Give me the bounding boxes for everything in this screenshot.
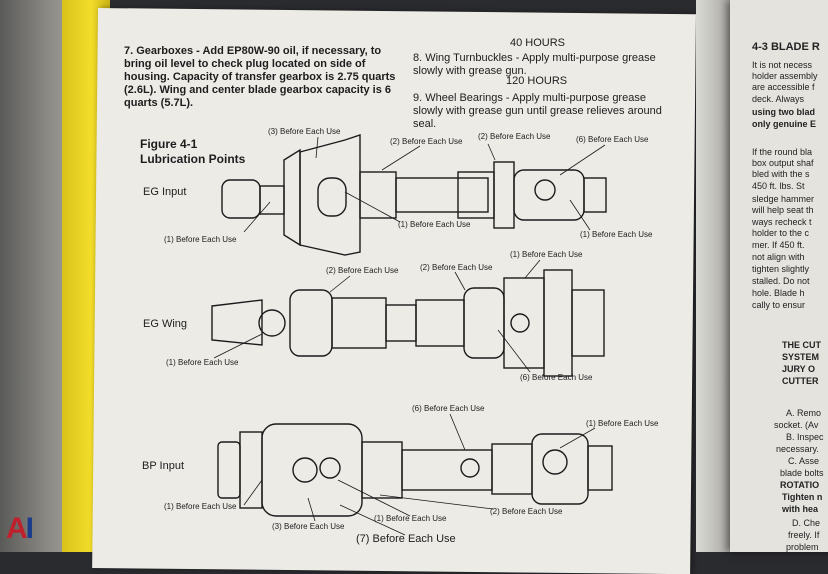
facing-page-line: ways recheck t	[752, 217, 812, 227]
facing-page-line: It is not necess	[752, 60, 813, 70]
section-40-hours: 40 HOURS	[510, 37, 566, 49]
callout-label: (2) Before Each Use	[490, 507, 563, 516]
facing-page-line: necessary.	[776, 444, 819, 454]
facing-page-line: tighten slightly	[752, 264, 810, 274]
facing-page-line: THE CUT	[782, 340, 821, 350]
facing-page-line: holder to the c	[752, 228, 810, 238]
facing-page-line: are accessible f	[752, 82, 815, 92]
facing-page-line: D. Che	[792, 518, 821, 528]
facing-page-line: freely. If	[788, 530, 820, 540]
facing-page-line: 450 ft. lbs. St	[752, 181, 805, 191]
callout-label: (1) Before Each Use	[374, 514, 447, 523]
callout-label: (1) Before Each Use	[510, 250, 583, 259]
facing-page-line: holder assembly	[752, 71, 818, 81]
facing-page-line: socket. (Av	[774, 420, 819, 430]
facing-page-line: A. Remo	[786, 408, 822, 418]
facing-page-line: If the round bla	[752, 147, 813, 157]
callout-label: (1) Before Each Use	[164, 502, 237, 511]
facing-page-line: bled with the s	[752, 169, 810, 179]
facing-page-line: CUTTER	[782, 376, 819, 386]
facing-page-line: blade bolts	[780, 468, 824, 478]
callout-label: (6) Before Each Use	[576, 135, 649, 144]
facing-page-line: C. Asse	[788, 456, 820, 466]
facing-page-line: not align with	[752, 252, 805, 262]
auction-logo: AI	[6, 512, 34, 546]
callout-label: (3) Before Each Use	[268, 127, 341, 136]
callout-label: (7) Before Each Use	[356, 533, 456, 545]
facing-page-line: with hea	[782, 504, 819, 514]
callout-label: (6) Before Each Use	[412, 404, 485, 413]
facing-page-heading: 4-3 BLADE R	[752, 41, 820, 53]
facing-page-line: B. Inspec	[786, 432, 824, 442]
callout-label: (2) Before Each Use	[326, 266, 399, 275]
facing-page-line: problem	[786, 542, 819, 552]
facing-page	[730, 0, 828, 552]
item-8-wing-turnbuckles: 8. Wing Turnbuckles - Apply multi-purpos…	[413, 52, 656, 77]
logo-i: I	[25, 512, 34, 545]
eg-wing-driveline	[211, 269, 605, 377]
callout-label: (1) Before Each Use	[586, 419, 659, 428]
row-label-eg-wing: EG Wing	[143, 318, 188, 330]
facing-page-line: Tighten n	[782, 492, 823, 502]
facing-page-line: sledge hammer	[752, 194, 815, 204]
facing-page-line: only genuine E	[752, 119, 817, 129]
row-label-bp-input: BP Input	[142, 460, 184, 472]
facing-page-line: stalled. Do not	[752, 276, 810, 286]
callout-label: (1) Before Each Use	[580, 230, 653, 239]
eg-input-driveline	[221, 134, 607, 256]
page-gutter	[696, 0, 732, 552]
facing-page-line: SYSTEM	[782, 352, 820, 362]
item-9-wheel-bearings: 9. Wheel Bearings - Apply multi-purpose …	[413, 92, 662, 130]
figure-title: Figure 4-1 Lubrication Points	[140, 137, 245, 167]
callout-label: (3) Before Each Use	[272, 522, 345, 531]
callout-label: (2) Before Each Use	[478, 132, 551, 141]
callout-label: (1) Before Each Use	[164, 235, 237, 244]
callout-label: (6) Before Each Use	[520, 373, 593, 382]
bp-input-driveline	[217, 423, 613, 517]
callout-label: (2) Before Each Use	[390, 137, 463, 146]
facing-page-line: ROTATIO	[780, 480, 820, 490]
facing-page-line: will help seat th	[752, 205, 814, 215]
facing-page-line: cally to ensur	[752, 300, 806, 310]
facing-page-line: hole. Blade h	[752, 288, 805, 298]
facing-page-line: using two blad	[752, 107, 815, 117]
lubrication-diagram	[211, 134, 613, 536]
callout-label: (2) Before Each Use	[420, 263, 493, 272]
facing-page-line: JURY O	[782, 364, 816, 374]
item-7-gearboxes: 7. Gearboxes - Add EP80W-90 oil, if nece…	[124, 45, 396, 109]
callout-label: (1) Before Each Use	[166, 358, 239, 367]
callout-label: (1) Before Each Use	[398, 220, 471, 229]
figure-number: Figure 4-1	[140, 137, 198, 151]
row-label-eg-input: EG Input	[143, 186, 187, 198]
logo-a: A	[6, 512, 28, 545]
figure-subtitle: Lubrication Points	[140, 152, 246, 166]
facing-page-line: mer. If 450 ft.	[752, 240, 805, 250]
facing-page-line: box output shaf	[752, 158, 814, 168]
section-120-hours: 120 HOURS	[506, 75, 568, 87]
facing-page-line: deck. Always	[752, 94, 805, 104]
